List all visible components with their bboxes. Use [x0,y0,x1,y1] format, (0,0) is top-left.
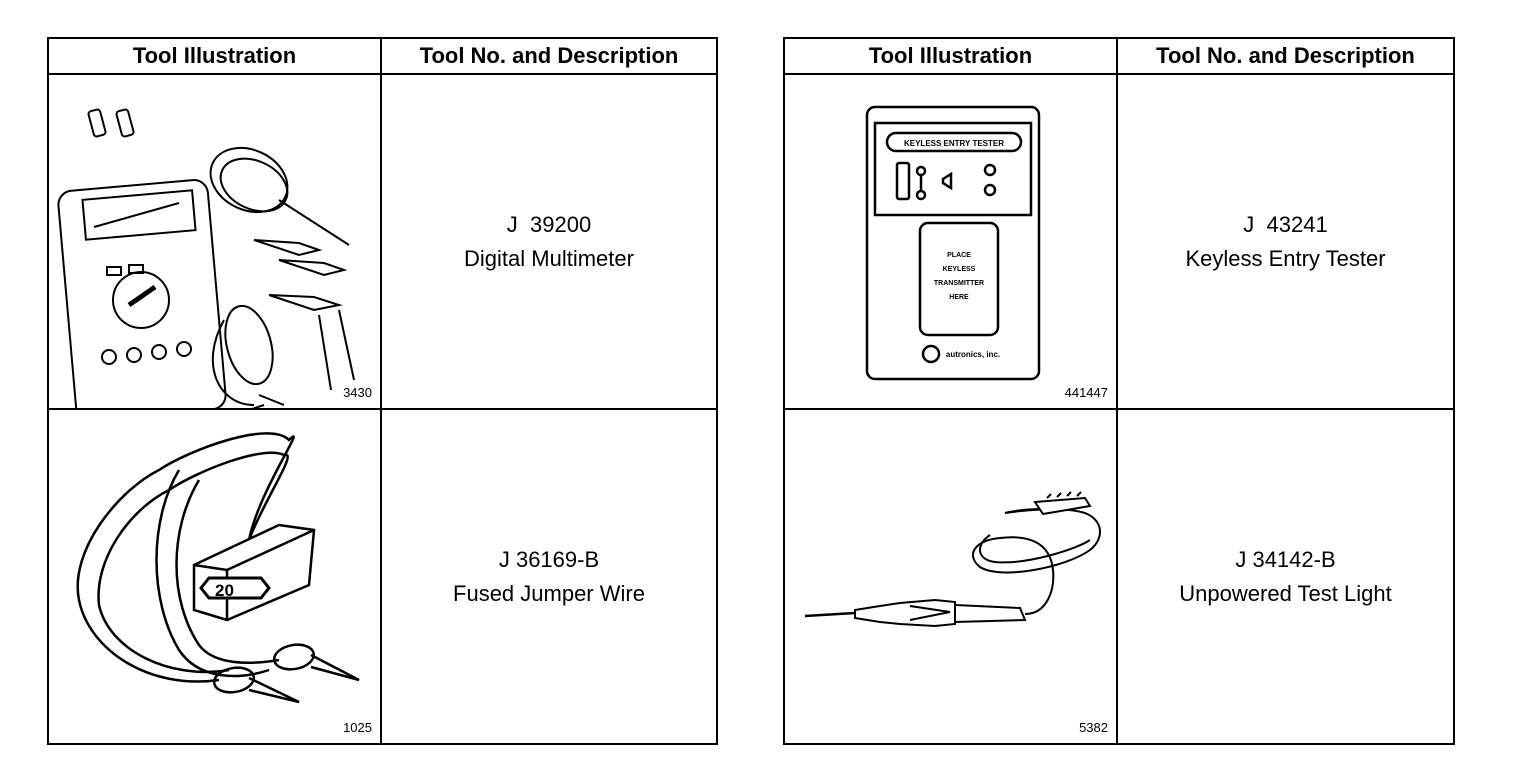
device-place-line: PLACE [947,252,971,259]
device-printed-text: KEYLESS ENTRY TESTER PLACE KEYLESS TRANS… [904,139,1004,359]
tool-illustration-cell: 3430 [47,73,382,410]
tool-description-cell: J 36169-B Fused Jumper Wire [380,408,718,745]
tool-description-cell: J 39200 Digital Multimeter [380,73,718,410]
tool-number: J 36169-B [498,546,600,572]
device-place-line: KEYLESS [943,266,976,273]
tool-number: J 43241 [1243,211,1328,237]
fused-jumper-wire-icon [76,432,360,704]
tool-table-right: Tool Illustration Tool No. and Descripti… [783,37,1455,745]
unpowered-test-light-icon [804,491,1101,628]
figure-number: 1025 [343,720,372,735]
tool-description-cell: J 43241 Keyless Entry Tester [1116,73,1455,410]
tool-name: Digital Multimeter [464,245,634,271]
tool-name: Unpowered Test Light [1179,580,1392,606]
column-header-illustration: Tool Illustration [47,37,382,75]
device-panel-title: KEYLESS ENTRY TESTER [904,139,1004,148]
table-row: 20 1025 J 36169-B Fused Jumper Wire [47,408,718,745]
device-place-line: TRANSMITTER [934,280,984,287]
tool-name: Fused Jumper Wire [453,580,645,606]
tool-number: J 34142-B [1235,546,1336,572]
tool-illustration-cell: KEYLESS ENTRY TESTER PLACE KEYLESS TRANS… [783,73,1118,410]
table-row: 5382 J 34142-B Unpowered Test Light [783,408,1455,745]
fuse-label-badge [199,576,271,600]
table-header-row: Tool Illustration Tool No. and Descripti… [47,37,718,75]
table-header-row: Tool Illustration Tool No. and Descripti… [783,37,1455,75]
tool-illustration-cell: 20 1025 [47,408,382,745]
figure-number: 441447 [1064,385,1108,400]
device-place-line: HERE [949,294,969,301]
column-header-illustration: Tool Illustration [783,37,1118,75]
tool-illustration-cell: 5382 [783,408,1118,745]
tool-description-cell: J 34142-B Unpowered Test Light [1116,408,1455,745]
figure-number: 5382 [1079,720,1108,735]
keyless-entry-tester-icon: KEYLESS ENTRY TESTER PLACE KEYLESS TRANS… [865,105,1041,381]
tool-table-left: Tool Illustration Tool No. and Descripti… [47,37,718,745]
table-row: KEYLESS ENTRY TESTER PLACE KEYLESS TRANS… [783,73,1455,410]
column-header-description: Tool No. and Description [380,37,718,75]
fuse-rating-label: 20 [215,581,234,600]
tool-name: Keyless Entry Tester [1185,245,1386,271]
device-brand: autronics, inc. [946,350,1000,359]
column-header-description: Tool No. and Description [1116,37,1455,75]
digital-multimeter-icon [57,108,355,408]
tool-number: J 39200 [506,211,592,237]
figure-number: 3430 [343,385,372,400]
table-row: 3430 J 39200 Digital Multimeter [47,73,718,410]
